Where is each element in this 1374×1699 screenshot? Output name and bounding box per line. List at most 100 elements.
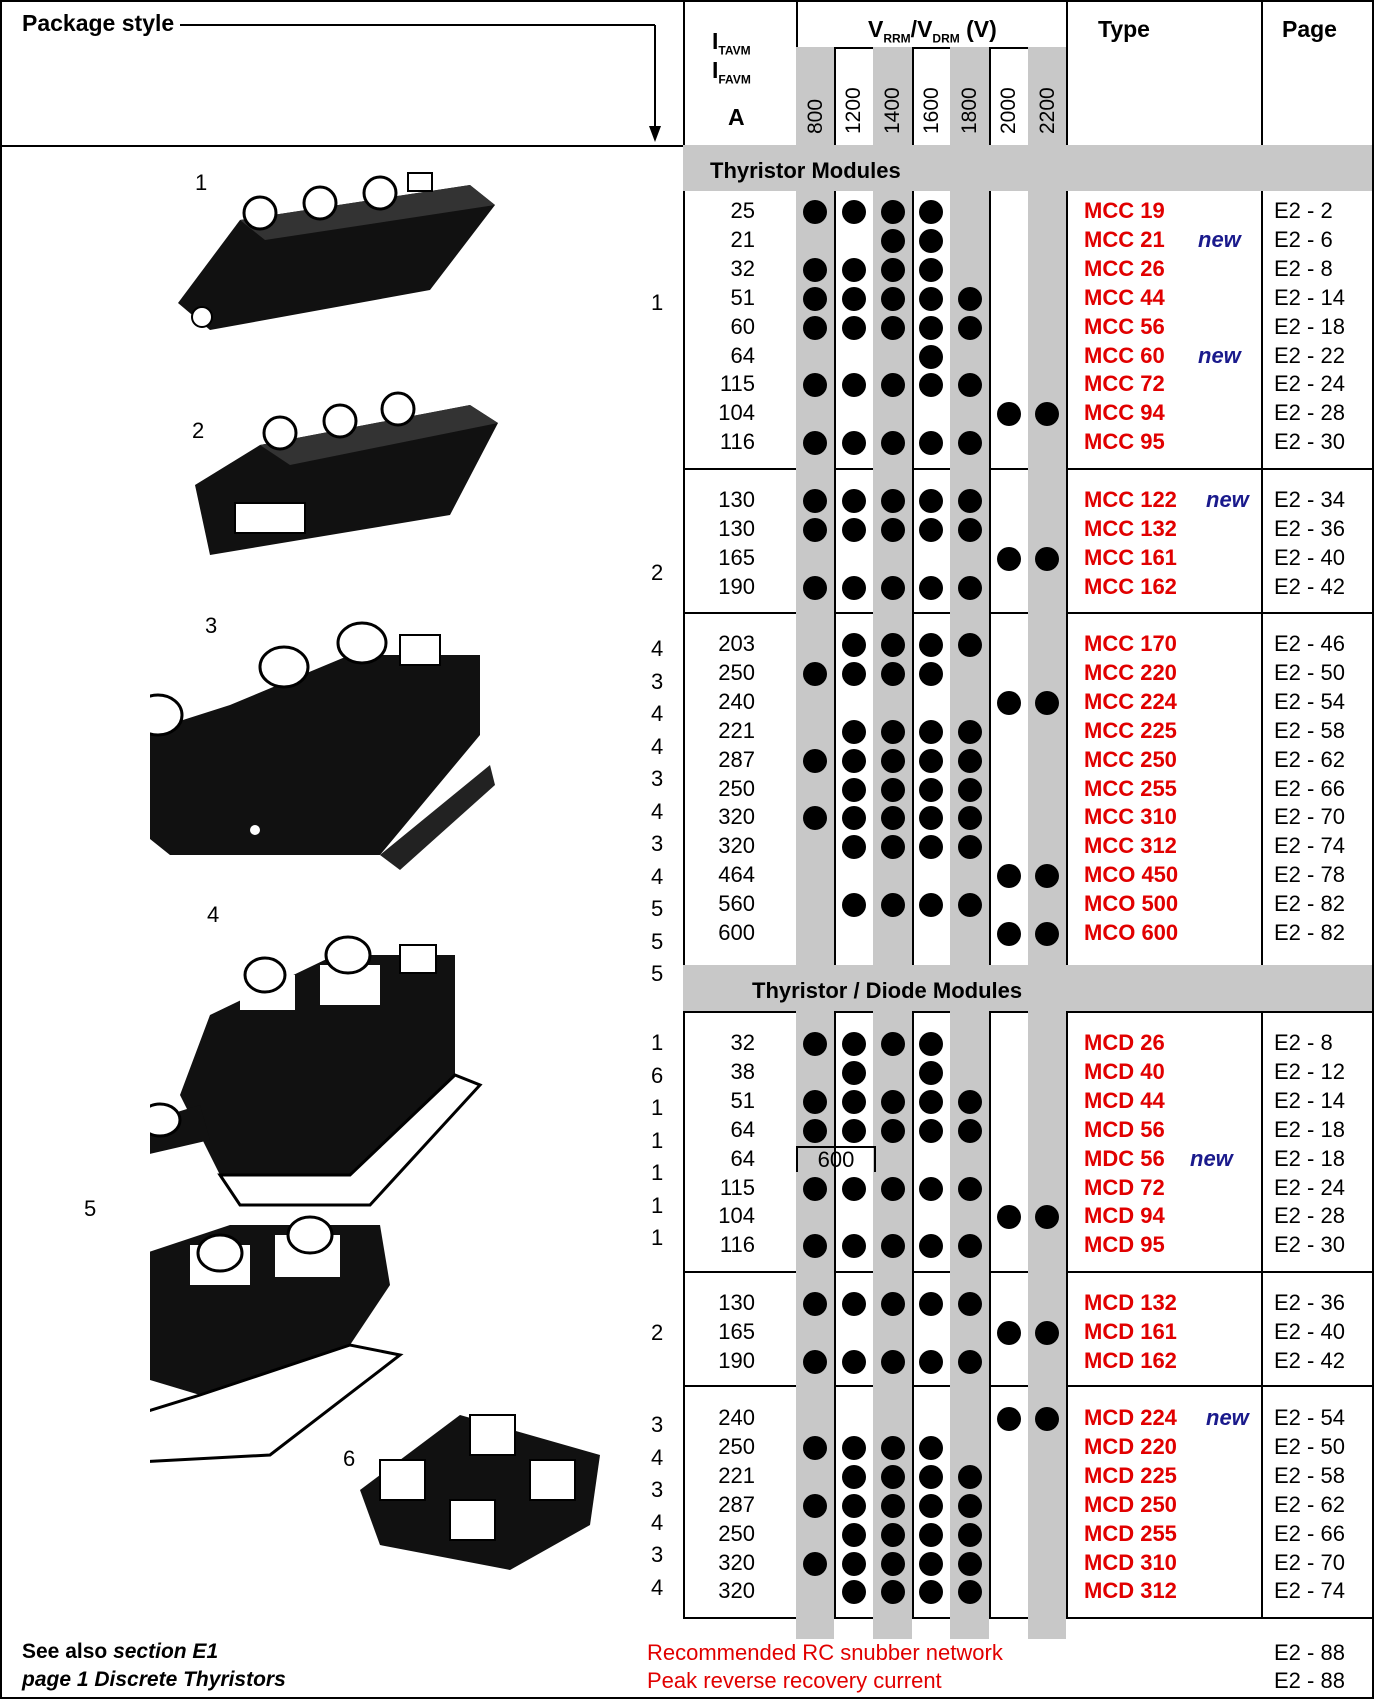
voltage-dot [996, 1205, 1021, 1230]
voltage-dot [880, 489, 905, 513]
voltage-dot [803, 1349, 827, 1374]
current-rating: 240 [718, 1405, 755, 1430]
voltage-dot [919, 575, 943, 600]
page-ref: E2 - 54 [1274, 688, 1345, 714]
border-top [0, 0, 1374, 2]
voltage-dot [880, 806, 905, 831]
current-rating: 104 [718, 400, 755, 426]
voltage-dot [919, 1580, 943, 1605]
page-ref: E2 - 66 [1274, 775, 1345, 801]
voltage-dot [919, 1292, 943, 1316]
voltage-dot [803, 1292, 827, 1316]
voltage-dot [880, 575, 905, 600]
voltage-dot [880, 835, 905, 860]
voltage-dot [919, 777, 943, 802]
voltage-dot [841, 1464, 866, 1489]
voltage-dot [803, 1176, 827, 1201]
current-rating: 21 [730, 226, 755, 252]
package-number: 5 [651, 961, 664, 986]
current-rating: 240 [718, 688, 755, 714]
type-name: MCC 132 [1084, 515, 1177, 541]
page-ref: E2 - 2 [1274, 198, 1333, 223]
current-rating: 464 [718, 862, 755, 888]
voltage-dot [880, 1349, 905, 1374]
voltage-column-shade [796, 47, 834, 1639]
voltage-dot [841, 777, 866, 802]
voltage-dot [803, 373, 827, 398]
new-badge: new [1190, 1145, 1233, 1171]
type-name: MCC 60 [1084, 342, 1165, 368]
current-rating: 115 [719, 1174, 755, 1200]
column-line-voltage [989, 47, 991, 1617]
type-name: MCD 26 [1084, 1030, 1165, 1055]
current-rating: 32 [730, 1030, 755, 1055]
package-label-6: 6 [343, 1446, 356, 1471]
section-title-thyristor: Thyristor Modules [710, 158, 901, 183]
package-number: 1 [651, 1095, 664, 1120]
new-badge: new [1198, 226, 1241, 252]
current-rating: 64 [730, 1145, 755, 1171]
voltage-dot [803, 1551, 827, 1576]
voltage-dot [880, 633, 905, 657]
voltage-dot [803, 575, 827, 600]
current-rating: 203 [718, 631, 755, 656]
package-number: 1 [651, 1030, 664, 1055]
voltage-dot [957, 777, 982, 802]
footnote-recovery-current: Peak reverse recovery current [647, 1668, 942, 1693]
voltage-dot [841, 517, 866, 542]
voltage-dot [841, 373, 866, 398]
voltage-dot [957, 1349, 982, 1374]
voltage-dot [841, 1089, 866, 1114]
package-number: 3 [651, 1542, 664, 1567]
voltage-dot [919, 1551, 943, 1576]
voltage-dot [803, 806, 827, 831]
type-name: MCD 310 [1084, 1549, 1177, 1575]
voltage-dot [841, 1580, 866, 1605]
voltage-dot [919, 748, 943, 773]
voltage-dot [996, 690, 1021, 715]
current-rating: 165 [718, 544, 755, 570]
unit-ampere: A [728, 104, 745, 130]
voltage-dot [1035, 922, 1059, 946]
current-rating: 64 [730, 342, 755, 368]
voltage-dot [919, 315, 943, 340]
voltage-dot [996, 864, 1021, 889]
voltage-dot [919, 835, 943, 860]
current-rating: 130 [718, 1290, 755, 1315]
voltage-dot [803, 1234, 827, 1259]
type-name: MCC 56 [1084, 313, 1165, 339]
package-number: 2 [651, 1320, 664, 1345]
page-ref: E2 - 22 [1274, 342, 1345, 368]
page-ref: E2 - 8 [1274, 1030, 1333, 1055]
voltage-dot [996, 402, 1021, 427]
voltage-dot [841, 1176, 866, 1201]
current-rating: 116 [719, 429, 755, 455]
voltage-dot [803, 748, 827, 773]
package-number: 4 [651, 1574, 664, 1600]
current-rating: 165 [718, 1318, 755, 1344]
voltage-dot [880, 1176, 905, 1201]
page-ref: E2 - 40 [1274, 544, 1345, 570]
page-ref: E2 - 34 [1274, 487, 1345, 512]
voltage-dot [880, 893, 905, 918]
voltage-dot [919, 1176, 943, 1201]
voltage-dot [841, 315, 866, 340]
type-name: MCC 44 [1084, 284, 1165, 310]
package-number: 5 [651, 896, 664, 921]
current-rating: 250 [718, 1433, 755, 1459]
voltage-label-2000: 2000 [997, 87, 1020, 134]
type-name: MCC 255 [1084, 775, 1177, 801]
voltage-dot [803, 431, 827, 456]
voltage-dot [803, 257, 827, 282]
column-line-current [683, 0, 685, 1617]
border-left [0, 0, 2, 1699]
voltage-dot [880, 1234, 905, 1259]
current-rating: 320 [718, 804, 755, 830]
page-ref: E2 - 6 [1274, 226, 1333, 252]
page-ref: E2 - 24 [1274, 1174, 1345, 1200]
current-rating: 60 [730, 313, 755, 339]
voltage-dot [996, 922, 1021, 946]
voltage-dot [1035, 1407, 1059, 1431]
current-rating: 190 [718, 573, 755, 599]
voltage-dot [919, 1032, 943, 1056]
